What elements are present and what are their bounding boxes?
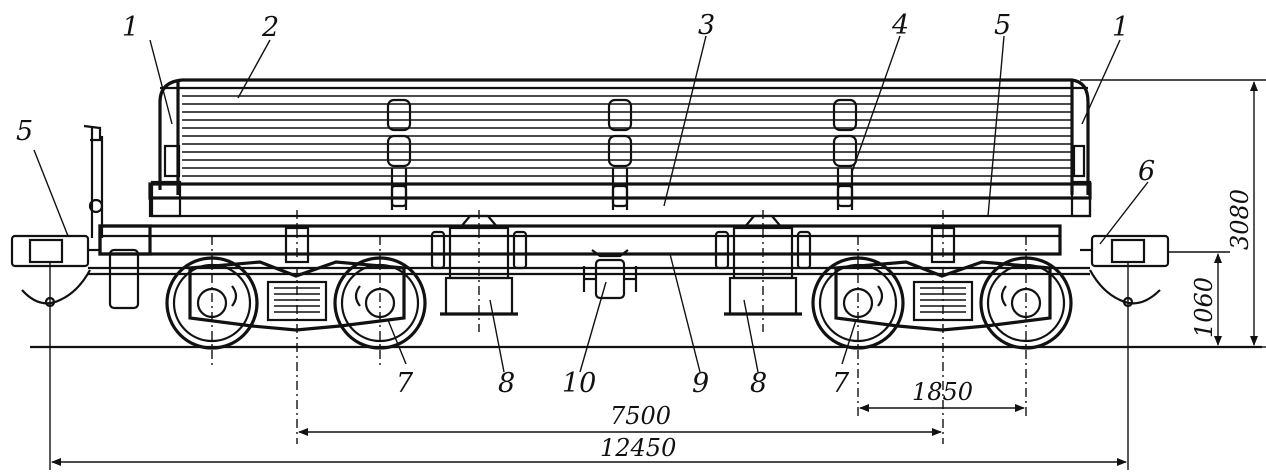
bogie-right xyxy=(811,226,1073,350)
callout-10: 10 xyxy=(562,368,596,399)
callout-6: 6 xyxy=(1138,156,1155,187)
dimension-lines xyxy=(49,79,1266,470)
coupler-left xyxy=(10,234,100,308)
leader-lines xyxy=(33,35,1149,373)
dimension-1850: 1850 xyxy=(912,378,973,406)
callout-5-top: 5 xyxy=(994,10,1011,41)
bogie-left xyxy=(165,226,427,350)
air-reservoir xyxy=(582,249,638,300)
callout-8-left: 8 xyxy=(498,368,515,399)
dimension-7500: 7500 xyxy=(610,402,671,430)
callout-3: 3 xyxy=(698,10,715,41)
dimension-1060: 1060 xyxy=(1190,277,1218,338)
dimension-12450: 12450 xyxy=(600,434,676,462)
callout-8-right: 8 xyxy=(750,368,767,399)
callout-7-left: 7 xyxy=(396,368,414,399)
hand-brake-column xyxy=(83,124,104,238)
callout-4: 4 xyxy=(891,10,909,41)
coupler-right xyxy=(1080,234,1170,308)
callout-1-left: 1 xyxy=(122,12,139,43)
dimension-3080: 3080 xyxy=(1226,189,1254,250)
callout-7-right: 7 xyxy=(832,368,850,399)
callout-1-right: 1 xyxy=(1112,12,1129,43)
callout-9: 9 xyxy=(692,368,709,399)
stanchions xyxy=(386,98,858,210)
callout-2: 2 xyxy=(261,12,279,43)
callout-5-left: 5 xyxy=(16,116,33,147)
